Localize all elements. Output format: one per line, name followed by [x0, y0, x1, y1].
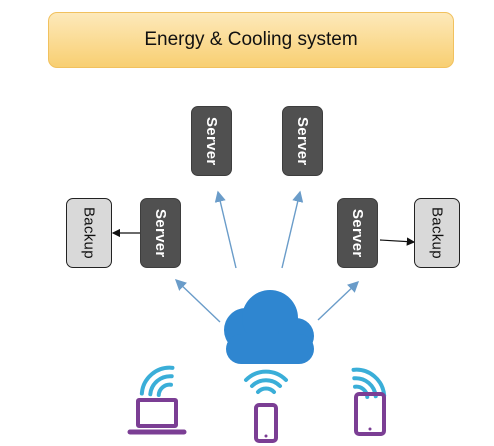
- phone-icon: [254, 403, 278, 443]
- backup-right: Backup: [414, 198, 460, 268]
- arrow-cloud-to-server-top-left: [214, 190, 237, 269]
- tablet-icon: [354, 392, 386, 436]
- wifi-icon: [244, 369, 288, 394]
- backup-label: Backup: [428, 207, 446, 259]
- wifi-icon: [139, 365, 175, 398]
- backup-left: Backup: [66, 198, 112, 268]
- arrow-cloud-to-server-mid-right: [317, 281, 360, 321]
- server-label: Server: [294, 116, 311, 166]
- server-mid-right: Server: [337, 198, 378, 268]
- backup-label: Backup: [80, 207, 98, 259]
- server-top-right: Server: [282, 106, 323, 176]
- arrow-cloud-to-server-top-right: [281, 190, 304, 269]
- cloud-icon: [224, 290, 314, 364]
- arrow-cloud-to-server-mid-left: [174, 279, 221, 323]
- banner-title: Energy & Cooling system: [144, 29, 358, 50]
- server-label: Server: [152, 208, 169, 258]
- server-mid-left: Server: [140, 198, 181, 268]
- laptop-icon: [127, 398, 187, 435]
- server-label: Server: [349, 208, 366, 258]
- arrow-server-to-backup-right: [379, 237, 416, 246]
- server-top-left: Server: [191, 106, 232, 176]
- energy-cooling-banner: Energy & Cooling system: [48, 12, 454, 68]
- server-label: Server: [203, 116, 220, 166]
